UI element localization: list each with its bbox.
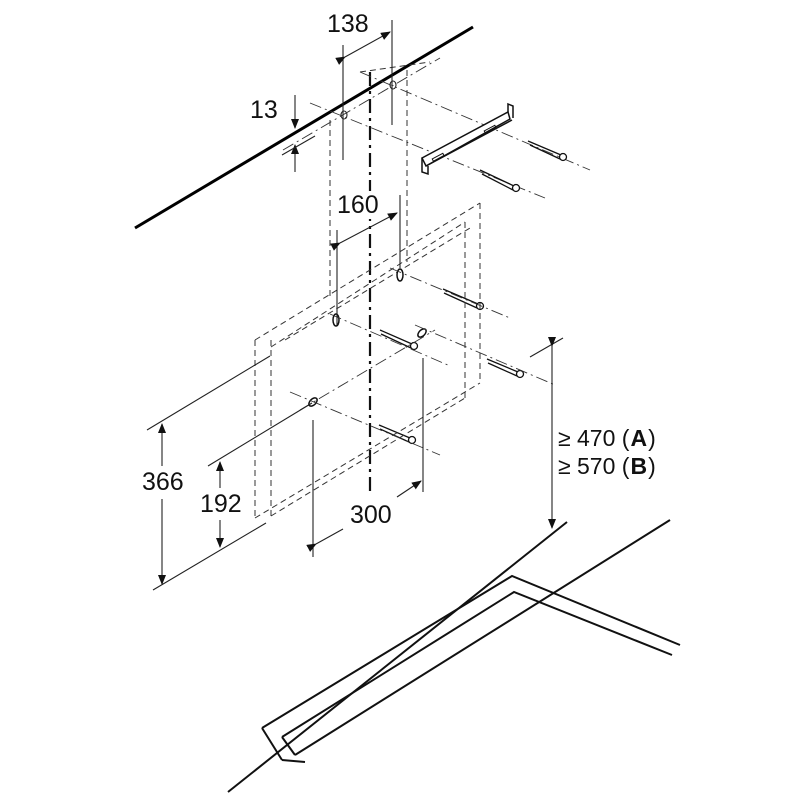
dimension-192-lines xyxy=(207,402,313,548)
clearance-a-prefix: ≥ 470 ( xyxy=(558,425,630,451)
cooktop xyxy=(227,519,681,793)
dimension-clearance-lines xyxy=(529,337,564,529)
hood-outline xyxy=(254,202,481,519)
dim-366-label: 366 xyxy=(141,468,185,496)
screw xyxy=(442,288,485,311)
screw xyxy=(486,358,525,379)
clearance-a-letter: A xyxy=(630,425,648,451)
chimney-outline xyxy=(329,61,431,300)
ceiling-line xyxy=(134,25,474,230)
ceiling-hole xyxy=(340,110,348,120)
screw xyxy=(527,140,568,162)
dim-192-label: 192 xyxy=(199,490,243,518)
dimension-300-lines xyxy=(306,358,424,557)
dimension-366-lines xyxy=(146,355,271,591)
clearance-b-prefix: ≥ 570 ( xyxy=(558,453,630,479)
clearance-b-suffix: ) xyxy=(648,453,656,479)
hood-keyholes xyxy=(308,268,427,407)
clearance-b-label: ≥ 570 ( B ) xyxy=(558,453,656,479)
screws xyxy=(378,140,568,445)
dimension-160-lines xyxy=(330,195,401,325)
dim-138-label: 138 xyxy=(326,10,370,38)
dimension-13-lines xyxy=(281,95,316,172)
clearance-b-letter: B xyxy=(630,453,648,479)
dim-300-label: 300 xyxy=(349,501,393,529)
screw xyxy=(379,329,419,351)
screw xyxy=(479,169,521,193)
dim-13-label: 13 xyxy=(249,96,279,124)
clearance-a-suffix: ) xyxy=(648,425,656,451)
dim-160-label: 160 xyxy=(336,191,380,219)
wall-bracket xyxy=(421,102,514,176)
clearance-a-label: ≥ 470 ( A ) xyxy=(558,425,656,451)
dimension-138-lines xyxy=(335,20,393,160)
